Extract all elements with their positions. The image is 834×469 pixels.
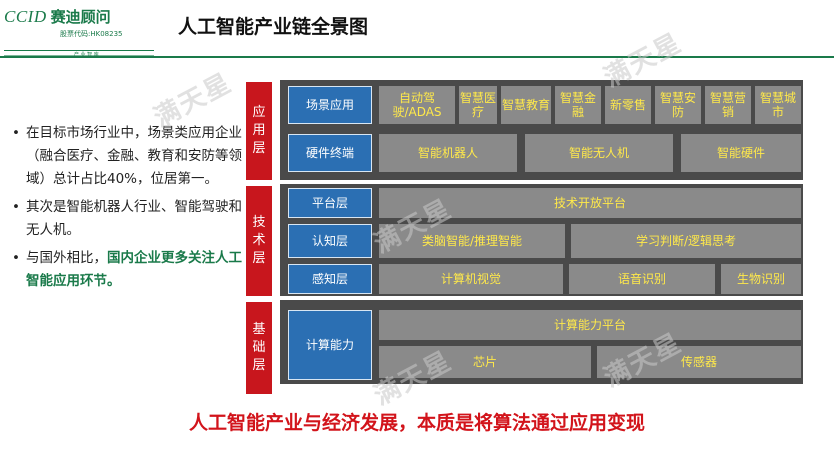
scene-item: 智慧金融 <box>555 86 601 124</box>
row-label-perception: 感知层 <box>288 264 372 294</box>
row-label-platform: 平台层 <box>288 188 372 218</box>
page-title: 人工智能产业链全景图 <box>178 16 369 38</box>
logo-chinese: 赛迪顾问 <box>50 8 111 26</box>
perception-item: 计算机视觉 <box>379 264 563 294</box>
layer-application: 应用层 <box>246 82 272 180</box>
scene-item: 智慧营销 <box>705 86 751 124</box>
bullet-item: • 与国外相比，国内企业更多关注人工智能应用环节。 <box>12 247 242 293</box>
layer-separator <box>280 180 803 184</box>
company-logo: CCID 赛迪顾问 股票代码:HK08235 产 业 智 库 <box>4 6 154 62</box>
cognition-item: 类脑智能/推理智能 <box>379 224 565 258</box>
bullet-dot-icon: • <box>12 250 20 266</box>
layer-foundation: 基础层 <box>246 302 272 394</box>
perception-item: 语音识别 <box>569 264 715 294</box>
bullet-dot-icon: • <box>12 125 20 141</box>
hardware-item: 智能硬件 <box>681 134 801 172</box>
logo-divider <box>4 50 154 51</box>
row-label-scene: 场景应用 <box>288 86 372 124</box>
platform-item: 技术开放平台 <box>379 188 801 218</box>
row-label-compute: 计算能力 <box>288 310 372 380</box>
bullet-prefix: 与国外相比， <box>26 250 107 266</box>
compute-item: 传感器 <box>597 346 801 378</box>
bullet-highlight: 国内企业更多关注人工智能应用环节。 <box>26 250 242 289</box>
hardware-item: 智能机器人 <box>379 134 517 172</box>
scene-item: 自动驾驶/ADAS <box>379 86 455 124</box>
cognition-item: 学习判断/逻辑思考 <box>571 224 801 258</box>
compute-item: 芯片 <box>379 346 591 378</box>
stock-code: 股票代码:HK08235 <box>60 30 123 38</box>
scene-item: 智慧城市 <box>755 86 801 124</box>
layer-separator <box>280 296 803 300</box>
compute-platform: 计算能力平台 <box>379 310 801 340</box>
bullet-text: 在目标市场行业中，场景类应用企业（融合医疗、金融、教育和安防等领域）总计占比40… <box>26 125 242 187</box>
bullet-item: • 在目标市场行业中，场景类应用企业（融合医疗、金融、教育和安防等领域）总计占比… <box>12 122 242 191</box>
hardware-item: 智能无人机 <box>525 134 673 172</box>
logo-slogan: 产 业 智 库 <box>74 52 99 58</box>
footer-conclusion: 人工智能产业与经济发展，本质是将算法通过应用变现 <box>188 412 645 434</box>
bullet-list: • 在目标市场行业中，场景类应用企业（融合医疗、金融、教育和安防等领域）总计占比… <box>12 122 242 298</box>
logo-divider-secondary <box>4 55 154 56</box>
scene-item: 智慧安防 <box>655 86 701 124</box>
scene-item: 新零售 <box>605 86 651 124</box>
bullet-text: 与国外相比，国内企业更多关注人工智能应用环节。 <box>26 247 242 293</box>
bullet-dot-icon: • <box>12 199 20 215</box>
bullet-item: • 其次是智能机器人行业、智能驾驶和无人机。 <box>12 196 242 242</box>
bullet-text: 其次是智能机器人行业、智能驾驶和无人机。 <box>26 199 242 238</box>
perception-item: 生物识别 <box>721 264 801 294</box>
layer-technology: 技术层 <box>246 186 272 296</box>
row-label-hardware: 硬件终端 <box>288 134 372 172</box>
row-label-cognition: 认知层 <box>288 224 372 258</box>
title-rule <box>0 56 834 58</box>
scene-item: 智慧教育 <box>501 86 551 124</box>
logo-english: CCID <box>4 7 47 26</box>
scene-item: 智慧医疗 <box>459 86 497 124</box>
